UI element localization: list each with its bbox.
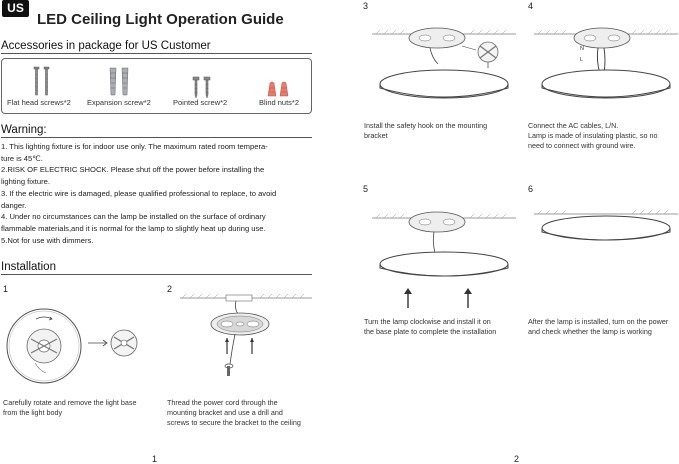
caption-line: and check whether the lamp is working bbox=[528, 326, 652, 336]
caption-line: Install the safety hook on the mounting bbox=[364, 121, 488, 130]
page-title: LED Ceiling Light Operation Guide bbox=[37, 11, 284, 28]
accessories-divider bbox=[1, 53, 312, 54]
step-4-illustration bbox=[534, 27, 678, 99]
step-number-1: 1 bbox=[3, 284, 9, 294]
accessory-label-blind-nuts: Blind nuts*2 bbox=[259, 98, 300, 107]
step-3-illustration bbox=[372, 27, 516, 99]
installation-heading: Installation bbox=[1, 261, 56, 273]
warning-line: 2.RISK OF ELECTRIC SHOCK. Please shut of… bbox=[1, 165, 265, 175]
warning-text: 1. This lighting fixture is for indoor u… bbox=[1, 141, 307, 246]
caption-line: bracket bbox=[364, 130, 388, 140]
accessory-label-expansion-screw: Expansion screw*2 bbox=[87, 98, 151, 107]
caption-line: Thread the power cord through the bbox=[167, 398, 278, 407]
accessories-box bbox=[1, 58, 312, 114]
expansion-screw-icon bbox=[109, 67, 129, 96]
caption-line: mounting bracket and use a drill and bbox=[167, 407, 283, 417]
step-4-caption: Connect the AC cables, L/N. Lamp is made… bbox=[528, 121, 657, 150]
caption-line: from the light body bbox=[3, 407, 63, 417]
warning-line: danger. bbox=[1, 200, 27, 210]
warning-line: 5.Not for use with dimmers. bbox=[1, 235, 94, 245]
step-1-caption: Carefully rotate and remove the light ba… bbox=[3, 398, 136, 418]
step-6-illustration bbox=[534, 209, 678, 241]
step-number-2: 2 bbox=[167, 284, 173, 294]
installation-divider bbox=[1, 274, 312, 275]
step-5-illustration bbox=[372, 211, 516, 308]
step-2-illustration bbox=[180, 293, 312, 376]
step-number-4: 4 bbox=[528, 1, 534, 11]
accessories-heading: Accessories in package for US Customer bbox=[1, 40, 211, 52]
wire-label-l: L bbox=[580, 57, 584, 63]
step-number-5: 5 bbox=[363, 184, 369, 194]
step-number-3: 3 bbox=[363, 1, 369, 11]
caption-line: the base plate to complete the installat… bbox=[364, 326, 497, 336]
accessory-label-flat-head-screws: Flat head screws*2 bbox=[7, 98, 71, 107]
warning-line: 1. This lighting fixture is for indoor u… bbox=[1, 142, 268, 151]
caption-line: Carefully rotate and remove the light ba… bbox=[3, 398, 137, 407]
page-number-left: 1 bbox=[152, 454, 158, 464]
warning-heading: Warning: bbox=[1, 124, 47, 136]
accessory-label-pointed-screw: Pointed screw*2 bbox=[173, 98, 228, 107]
warning-divider bbox=[1, 137, 312, 138]
warning-line: 4. Under no circumstances can the lamp b… bbox=[1, 212, 266, 222]
caption-line: Lamp is made of insulating plastic, so n… bbox=[528, 130, 658, 140]
wire-label-n: N bbox=[580, 46, 584, 52]
pointed-screw-icon bbox=[192, 76, 211, 99]
blind-nut-icon bbox=[267, 81, 289, 97]
us-badge: US bbox=[2, 0, 29, 17]
caption-line: Turn the lamp clockwise and install it o… bbox=[364, 317, 491, 326]
page-number-right: 2 bbox=[514, 454, 520, 464]
warning-line: flammable materials,and it is normal for… bbox=[1, 223, 266, 233]
caption-line: screws to secure the bracket to the ceil… bbox=[167, 417, 301, 427]
warning-line: 3. If the electric wire is damaged, plea… bbox=[1, 188, 277, 198]
caption-line: After the lamp is installed, turn on the… bbox=[528, 317, 669, 326]
warning-line: ture is 45℃. bbox=[1, 153, 43, 163]
step-6-caption: After the lamp is installed, turn on the… bbox=[528, 317, 668, 337]
caption-line: need to connect with ground wire. bbox=[528, 140, 636, 150]
step-number-6: 6 bbox=[528, 184, 534, 194]
step-1-illustration bbox=[6, 308, 138, 384]
step-3-caption: Install the safety hook on the mounting … bbox=[364, 121, 487, 141]
step-2-caption: Thread the power cord through the mounti… bbox=[167, 398, 301, 427]
step-5-caption: Turn the lamp clockwise and install it o… bbox=[364, 317, 496, 337]
warning-line: lighting fixture. bbox=[1, 177, 50, 187]
caption-line: Connect the AC cables, L/N. bbox=[528, 121, 619, 130]
flat-head-screw-icon bbox=[33, 66, 50, 96]
